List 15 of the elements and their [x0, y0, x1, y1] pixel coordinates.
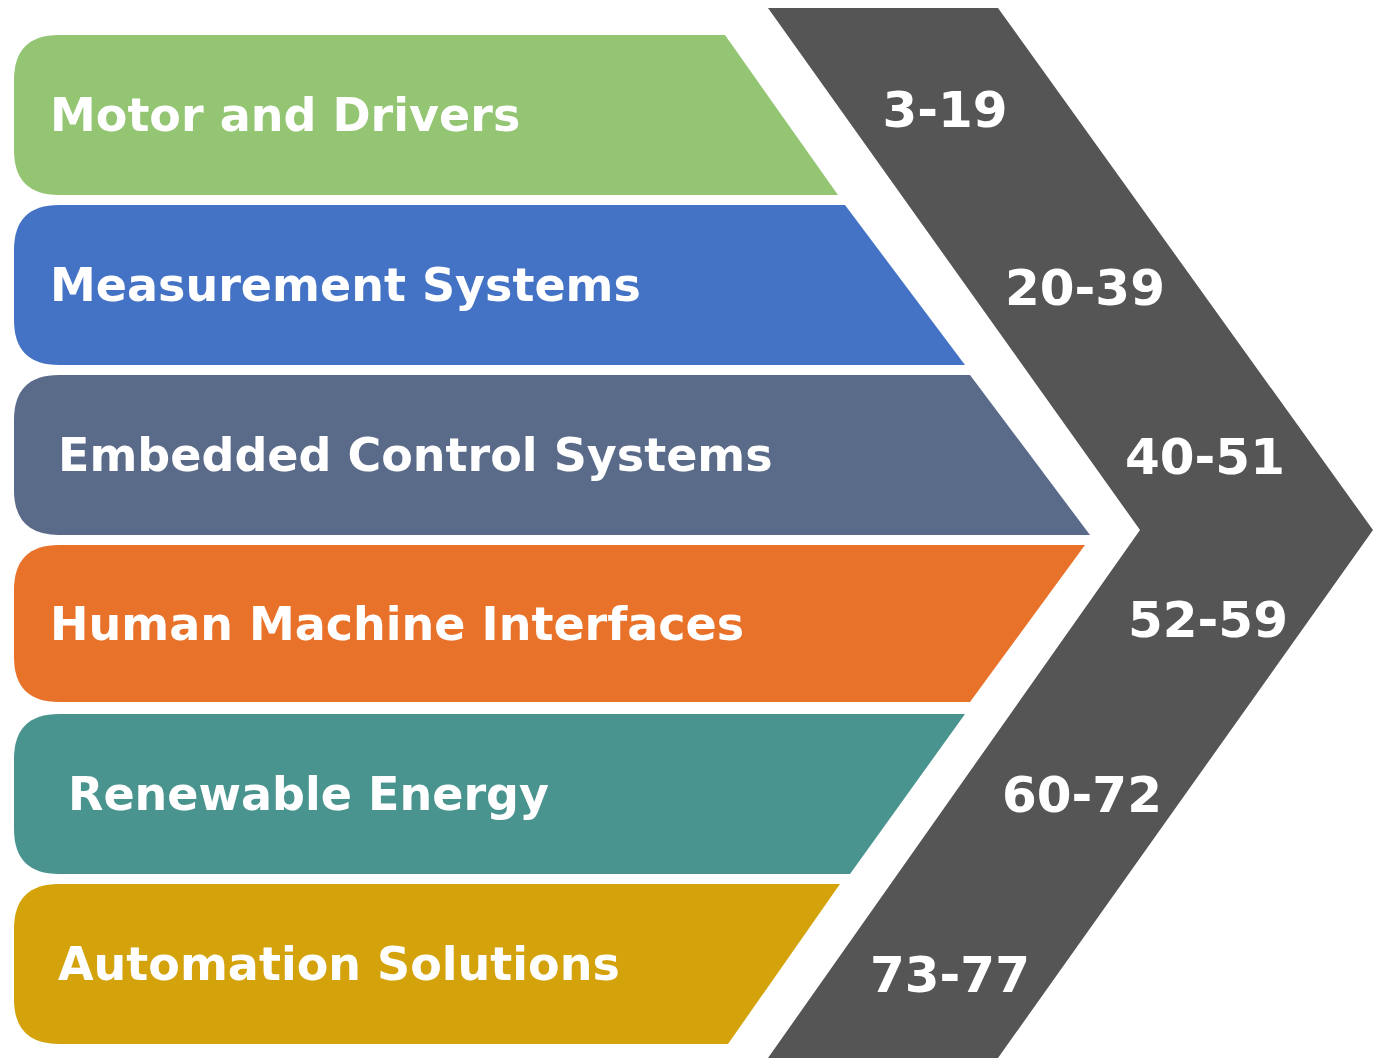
category-label: Human Machine Interfaces — [50, 600, 745, 647]
category-label: Motor and Drivers — [50, 92, 521, 138]
page-range: 3-19 — [882, 85, 1008, 135]
category-band — [14, 545, 1085, 702]
category-band — [14, 375, 1090, 535]
category-band — [14, 205, 965, 365]
category-label: Automation Solutions — [58, 941, 620, 987]
page-range: 73-77 — [870, 950, 1030, 1000]
category-band — [14, 884, 840, 1044]
category-band — [14, 35, 838, 195]
page-range: 52-59 — [1128, 595, 1288, 645]
page-range: 60-72 — [1002, 770, 1162, 820]
category-band — [14, 714, 965, 874]
page-range: 20-39 — [1005, 263, 1165, 313]
page-range: 40-51 — [1125, 432, 1285, 482]
